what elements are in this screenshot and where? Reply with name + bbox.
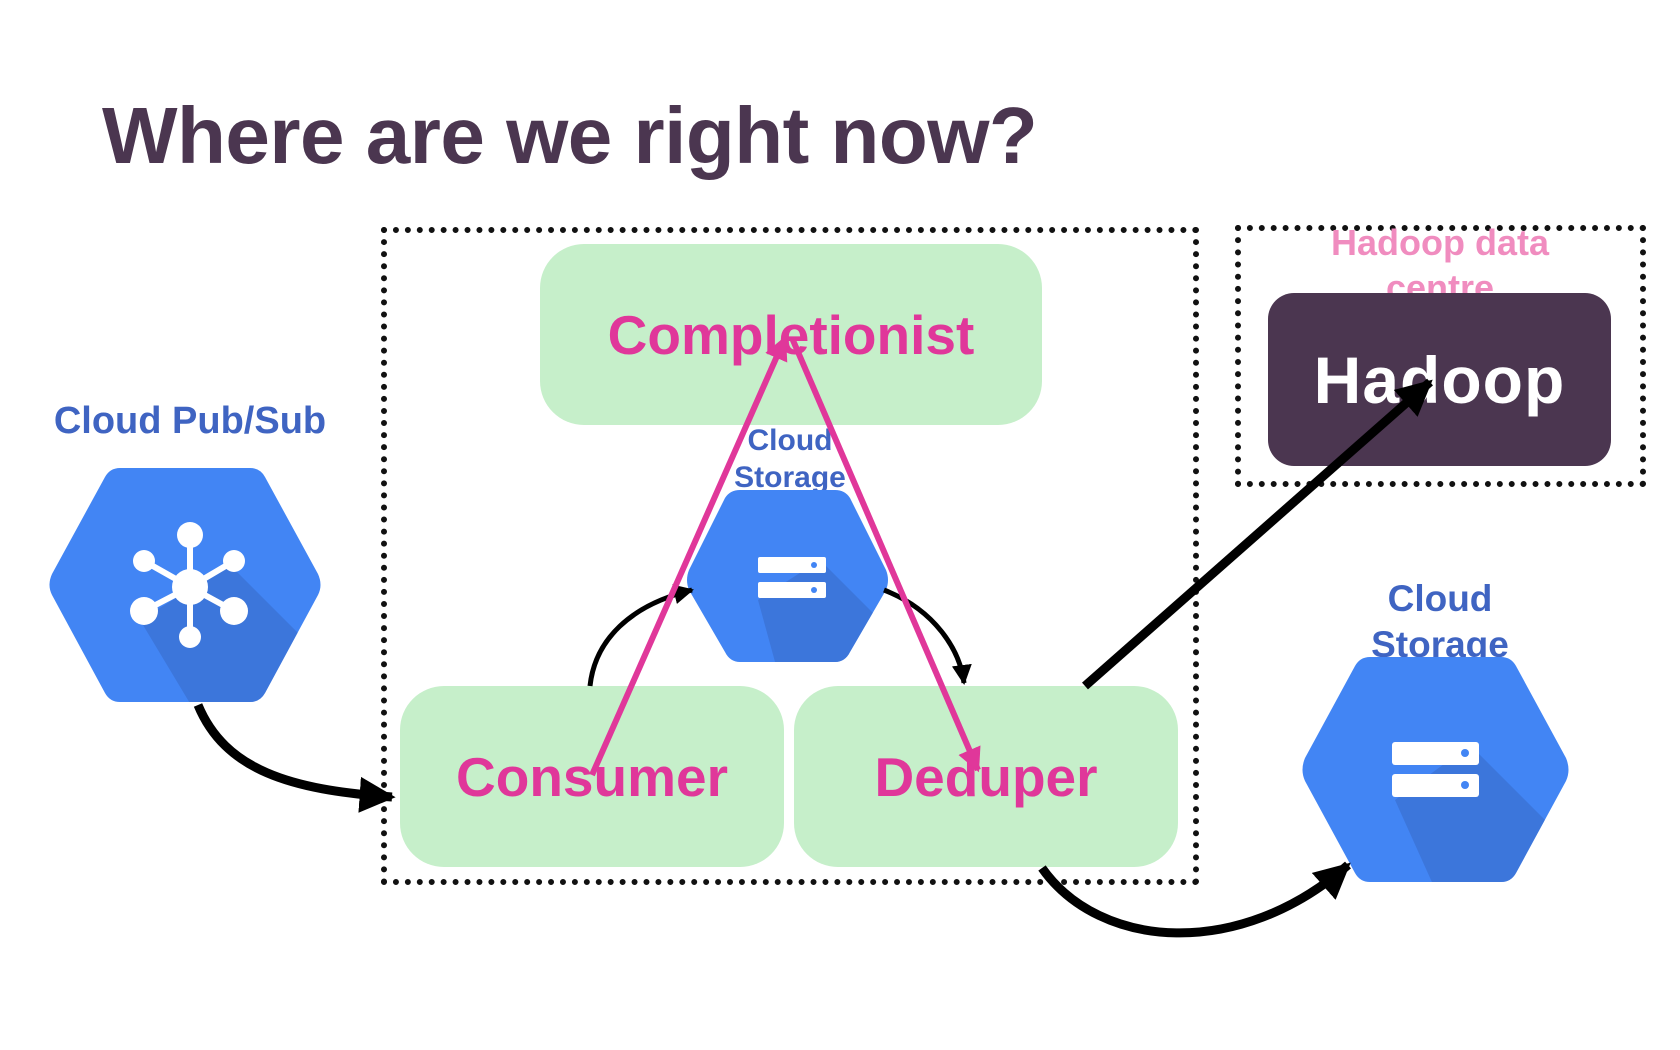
storage-right-icon	[1302, 657, 1569, 882]
hadoop-datacentre-label: Hadoop data centre	[1300, 220, 1580, 310]
storage-center-label: Cloud Storage	[690, 422, 890, 496]
hadoop-datacentre-container	[1235, 225, 1646, 487]
pubsub-icon	[49, 468, 321, 702]
arrow-pubsub-to-consumer	[193, 703, 396, 813]
storage-center-label-line2: Storage	[734, 461, 846, 494]
arrow-completionist-to-deduper	[789, 336, 981, 773]
arrow-deduper-to-hadoop	[1082, 378, 1433, 690]
slide-title: Where are we right now?	[102, 91, 1038, 180]
hadoop-label: Hadoop	[1313, 342, 1566, 417]
consumer-label: Consumer	[456, 745, 728, 808]
completionist-node[interactable]: Completionist	[540, 244, 1042, 425]
deduper-label: Deduper	[874, 745, 1098, 808]
deduper-node[interactable]: Deduper	[794, 686, 1178, 867]
arrow-consumer-to-completionist	[589, 335, 788, 777]
hadoop-box[interactable]: Hadoop	[1268, 293, 1611, 466]
storage-center-label-line1: Cloud	[747, 424, 833, 457]
arrow-consumer-to-storage	[587, 584, 694, 687]
storage-right-label-line1: Cloud	[1387, 578, 1493, 619]
arrow-deduper-to-storage	[1038, 861, 1351, 938]
consumer-node[interactable]: Consumer	[400, 686, 784, 867]
arrow-storage-to-deduper	[883, 587, 972, 685]
processing-container	[381, 227, 1199, 885]
pubsub-label: Cloud Pub/Sub	[53, 400, 327, 442]
hadoop-datacentre-line1: Hadoop data	[1330, 222, 1549, 263]
completionist-label: Completionist	[607, 303, 975, 366]
